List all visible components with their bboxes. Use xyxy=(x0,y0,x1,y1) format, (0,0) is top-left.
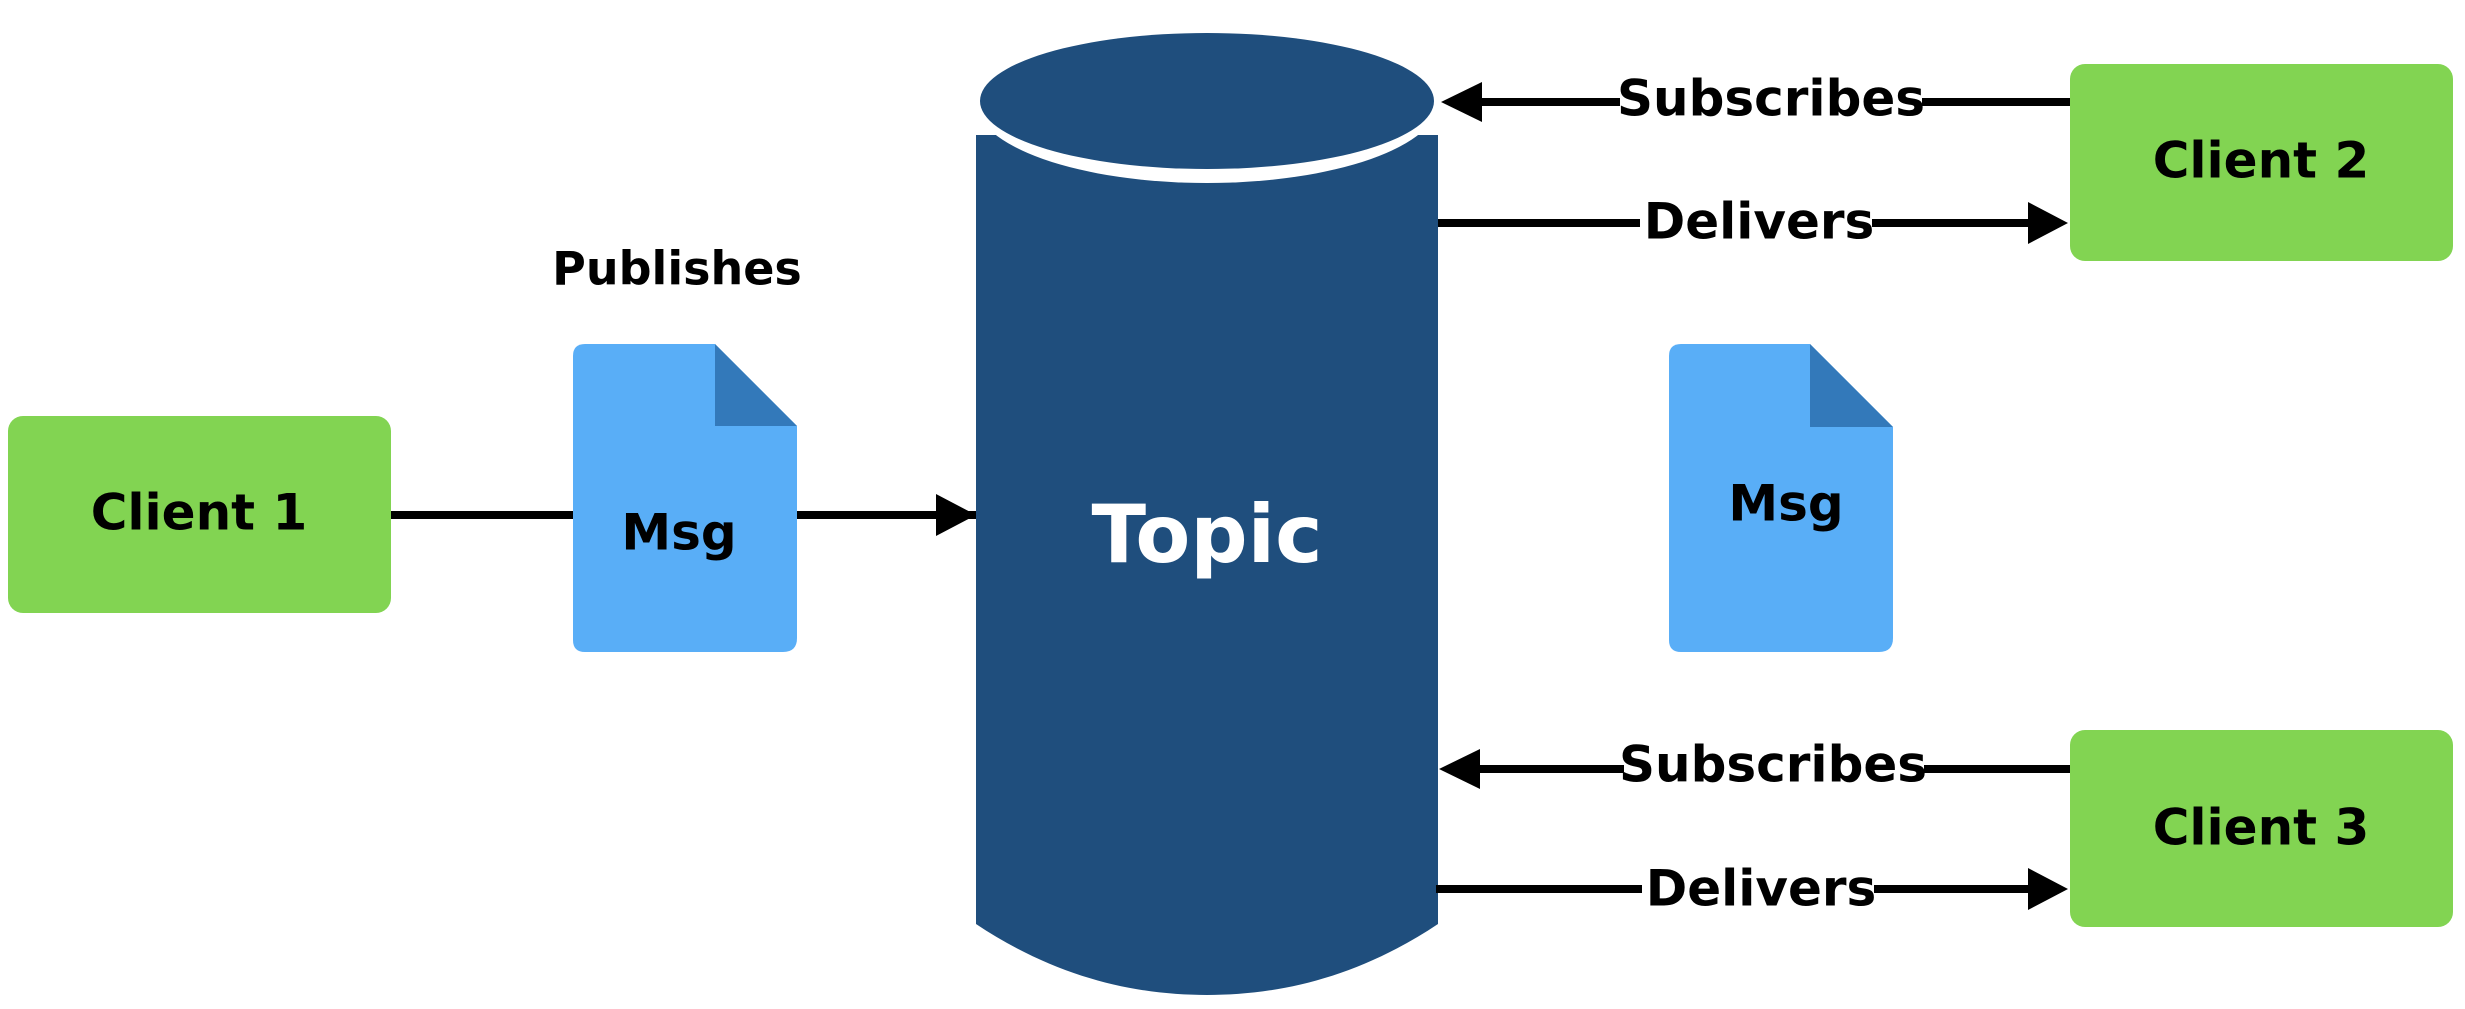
client-2-node: Client 2 xyxy=(2070,64,2453,261)
subscribes-label-2: Subscribes xyxy=(1617,70,1925,128)
delivers-arrowhead-3 xyxy=(2028,868,2068,910)
message-1-document: Msg xyxy=(573,344,797,652)
message-2-document: Msg xyxy=(1669,344,1893,652)
topic-label: Topic xyxy=(1091,488,1322,581)
subscribes-arrowhead-2 xyxy=(1441,82,1482,122)
message-2-fold xyxy=(1810,344,1893,427)
topic-cylinder: Topic xyxy=(975,19,1439,995)
client-2-box xyxy=(2070,64,2453,261)
topic-cylinder-top xyxy=(980,33,1434,169)
client-3-node: Client 3 xyxy=(2070,730,2453,927)
client-2-label: Client 2 xyxy=(2153,132,2370,190)
topic-cylinder-body xyxy=(976,135,1438,995)
message-2-label: Msg xyxy=(1728,475,1843,533)
delivers-label-3: Delivers xyxy=(1646,860,1877,918)
subscribes-label-3: Subscribes xyxy=(1619,736,1927,794)
client-3-label: Client 3 xyxy=(2153,799,2370,857)
message-1-label: Msg xyxy=(621,504,736,562)
message-1-page xyxy=(573,344,797,652)
delivers-arrowhead-2 xyxy=(2028,202,2068,244)
publishes-label: Publishes xyxy=(552,242,802,296)
client-3-box xyxy=(2070,730,2453,927)
publish-arrowhead xyxy=(936,494,976,536)
delivers-label-2: Delivers xyxy=(1644,193,1875,251)
client-1-box xyxy=(8,416,391,613)
message-1-fold xyxy=(715,344,797,426)
subscribes-arrowhead-3 xyxy=(1439,749,1480,789)
client-1-label: Client 1 xyxy=(91,484,308,542)
client-1-node: Client 1 xyxy=(8,416,391,613)
